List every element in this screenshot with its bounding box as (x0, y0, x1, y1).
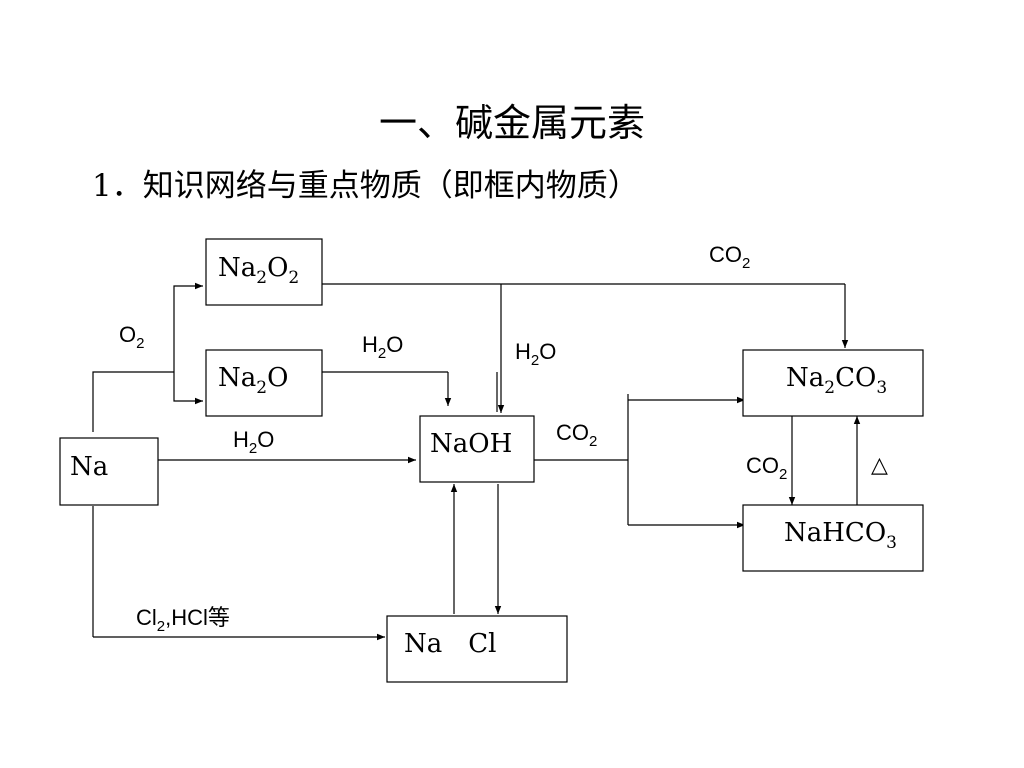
node-na2o: Na2O (205, 349, 323, 417)
na-to-oxides-line (92, 371, 174, 432)
node-na2o2: Na2O2 (205, 238, 323, 306)
label-cl2-hcl: Cl2,HCl等 (136, 605, 230, 635)
node-nahco3: NaHCO3 (742, 504, 924, 572)
label-h2o-na2o2: H2O (515, 339, 556, 369)
svg-text:Na Cl: Na Cl (404, 629, 496, 659)
page-subtitle: 1．知识网络与重点物质（即框内物质） (92, 168, 639, 204)
svg-text:Na: Na (70, 452, 108, 482)
arrow-to-na2o (173, 372, 203, 405)
svg-text:Na2CO3: Na2CO3 (786, 363, 887, 398)
label-co2-top: CO2 (709, 242, 750, 272)
node-na: Na (59, 437, 159, 506)
svg-text:Na2O: Na2O (218, 363, 288, 398)
label-co2-carbonate: CO2 (746, 453, 787, 483)
node-na2co3: Na2CO3 (742, 349, 924, 417)
page-title: 一、碱金属元素 (378, 101, 645, 145)
node-nacl: Na Cl (386, 615, 568, 683)
node-naoh: NaOH (419, 415, 535, 483)
label-co2-naoh: CO2 (556, 420, 597, 450)
svg-text:NaHCO3: NaHCO3 (784, 518, 897, 553)
svg-text:Na2O2: Na2O2 (218, 253, 299, 288)
label-h2o-na2o: H2O (362, 332, 403, 362)
svg-text:NaOH: NaOH (430, 429, 512, 459)
label-heat-triangle: △ (871, 452, 888, 477)
label-h2o-na: H2O (233, 427, 274, 457)
label-o2: O2 (119, 322, 144, 352)
arrow-to-na2o2 (173, 282, 203, 372)
